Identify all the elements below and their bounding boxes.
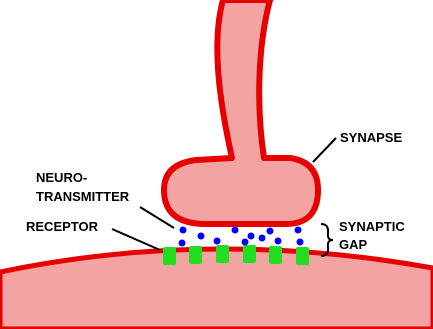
receptor bbox=[189, 246, 202, 264]
neurotransmitter-dot bbox=[295, 227, 302, 234]
receptor bbox=[269, 246, 282, 264]
receptor bbox=[296, 247, 309, 265]
neurotransmitter-dot bbox=[267, 228, 274, 235]
neurotransmitter-dot bbox=[180, 227, 187, 234]
neurotransmitter-label-line1: NEURO- bbox=[36, 170, 87, 185]
synaptic-gap-label-line1: SYNAPTIC bbox=[339, 219, 405, 234]
presynaptic-terminal bbox=[164, 0, 318, 224]
synapse-label: SYNAPSE bbox=[340, 130, 402, 145]
neurotransmitter-label-line2: TRANSMITTER bbox=[36, 189, 130, 204]
neurotransmitter-dot bbox=[232, 227, 239, 234]
neurotransmitter-dot bbox=[198, 233, 205, 240]
neurotransmitter-group bbox=[179, 227, 304, 247]
synaptic-gap-label-line2: GAP bbox=[339, 237, 368, 252]
neurotransmitter-dot bbox=[259, 235, 266, 242]
receptor bbox=[243, 245, 256, 263]
receptor bbox=[216, 245, 229, 263]
neurotransmitter-dot bbox=[179, 240, 186, 247]
neurotransmitter-dot bbox=[275, 238, 282, 245]
synapse-leader-line bbox=[313, 138, 336, 162]
neurotransmitter-dot bbox=[214, 238, 221, 245]
neurotransmitter-dot bbox=[242, 239, 249, 246]
receptor-label: RECEPTOR bbox=[26, 219, 99, 234]
receptor-leader-line bbox=[112, 229, 160, 250]
neurotransmitter-dot bbox=[297, 239, 304, 246]
neurotransmitter-dot bbox=[248, 233, 255, 240]
receptor bbox=[163, 247, 176, 265]
